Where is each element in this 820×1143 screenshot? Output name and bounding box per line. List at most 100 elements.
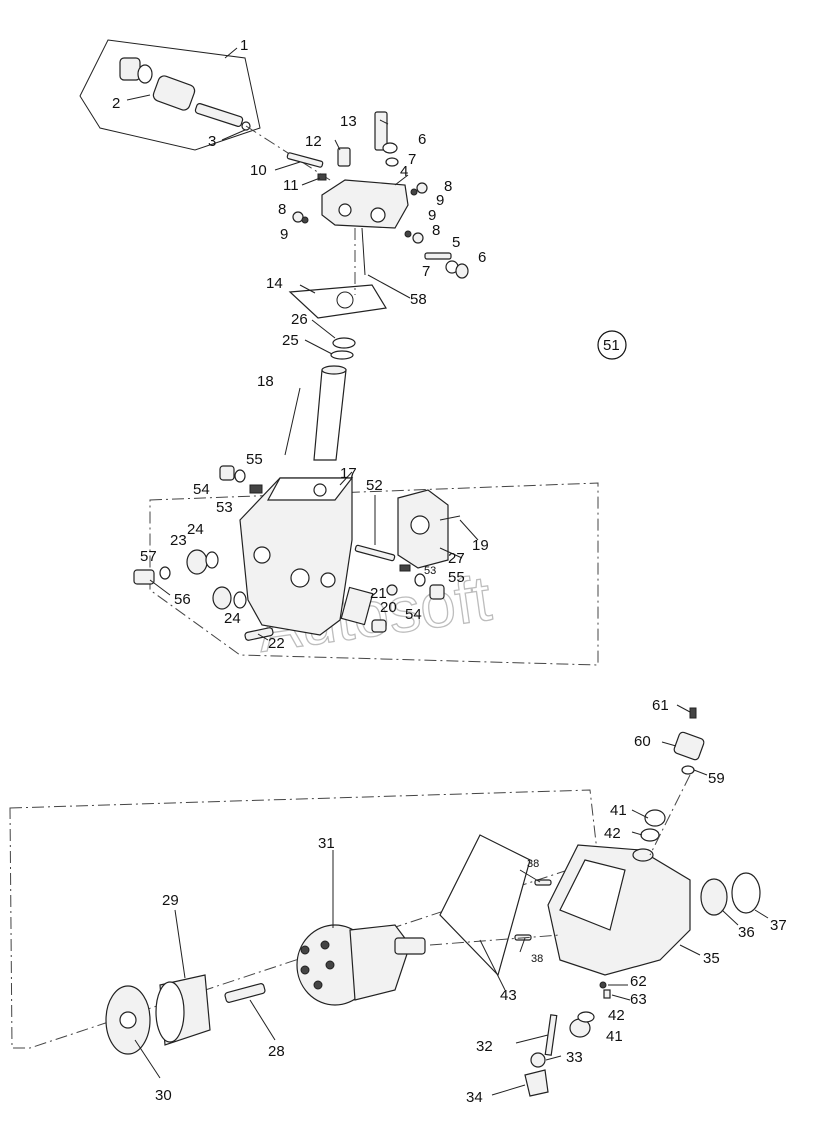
callout-43: 43: [500, 987, 517, 1004]
callout-5: 5: [452, 234, 460, 251]
callout-23: 23: [170, 532, 187, 549]
plug-part-34: [524, 1069, 549, 1097]
callout-59: 59: [708, 770, 725, 787]
bore: [370, 207, 386, 223]
seal-part-36: [700, 878, 728, 916]
sleeve-part: [212, 586, 232, 610]
spool-part-10: [286, 152, 324, 168]
plug-part-33: [530, 1052, 546, 1068]
callout-3: 3: [208, 133, 216, 150]
piston: [300, 965, 310, 975]
oring-part-9: [301, 216, 309, 224]
callout-42: 42: [604, 825, 621, 842]
tube-end: [321, 365, 347, 375]
spool-part-52: [354, 544, 396, 562]
oring-part-7: [385, 157, 399, 167]
callout-33: 33: [566, 1049, 583, 1066]
spool-part-5: [424, 252, 452, 260]
circlip-part-37: [731, 872, 761, 914]
callout-9: 9: [436, 192, 444, 209]
part-group-rotating: [9, 789, 599, 1055]
callout-37: 37: [770, 917, 787, 934]
cylinder-face: [155, 981, 185, 1043]
callout-32: 32: [476, 1038, 493, 1055]
oring-part-42: [577, 1011, 595, 1023]
callout-6: 6: [418, 131, 426, 148]
piston: [300, 945, 310, 955]
callout-51: 51: [603, 337, 620, 354]
plug-part-41: [644, 809, 666, 827]
bore: [320, 572, 336, 588]
callout-38-lower: 38: [531, 953, 543, 965]
leader-lines: [126, 47, 769, 1096]
callout-34: 34: [466, 1089, 483, 1106]
ring-part-24: [205, 551, 219, 569]
callout-8-left: 8: [278, 201, 286, 218]
plug-part-8: [292, 211, 304, 223]
bore: [410, 515, 430, 535]
screw-part-63: [603, 989, 611, 999]
callout-12: 12: [305, 133, 322, 150]
axis-line: [649, 774, 691, 856]
spring-part-53: [399, 564, 411, 572]
callout-35: 35: [703, 950, 720, 967]
callout-7: 7: [408, 151, 416, 168]
screw-part: [371, 619, 387, 633]
callout-27: 27: [448, 550, 465, 567]
callout-6-right: 6: [478, 249, 486, 266]
ring-part-26: [330, 350, 354, 360]
callout-61: 61: [652, 697, 669, 714]
callout-labels: 1 2 3 13 12 6 7 10 4 11 8 9 8 9 9 8 5 6 …: [112, 37, 787, 1106]
callout-17: 17: [340, 465, 357, 482]
plug-part-6: [382, 142, 398, 154]
callout-55: 55: [246, 451, 263, 468]
callout-22: 22: [268, 635, 285, 652]
callout-55-right: 55: [448, 569, 465, 586]
gasket-part-43: [439, 834, 531, 977]
plug-part-57: [133, 569, 155, 585]
oring-part-42: [640, 828, 660, 842]
callout-42-lower: 42: [608, 1007, 625, 1024]
screw-part-61: [689, 707, 697, 719]
callout-8-right: 8: [432, 222, 440, 239]
gasket-part-14: [288, 284, 387, 319]
oring-part-59: [681, 765, 695, 775]
callout-41: 41: [610, 802, 627, 819]
plug-part-6: [455, 263, 469, 279]
oring-part-9: [410, 188, 418, 196]
plug-part-54: [429, 584, 445, 600]
part-group-35: [429, 707, 761, 1097]
spring-part-11: [317, 173, 327, 181]
callout-9-right: 9: [428, 207, 436, 224]
callout-38: 38: [527, 858, 539, 870]
bore: [253, 546, 271, 564]
callout-28: 28: [268, 1043, 285, 1060]
spring-part-53: [249, 484, 263, 494]
part-group-4: [286, 111, 469, 319]
callout-13: 13: [340, 113, 357, 130]
spline-shaft: [394, 937, 426, 955]
port-plate-hole: [119, 1011, 137, 1029]
bearing-part: [119, 57, 141, 81]
oring-part-55: [234, 469, 246, 483]
kit-outline: [79, 39, 261, 151]
callout-52: 52: [366, 477, 383, 494]
sleeve-part-23: [186, 549, 208, 575]
oring-part-56: [159, 566, 171, 580]
ring-part: [137, 64, 153, 84]
callout-7-right: 7: [422, 263, 430, 280]
callout-54: 54: [193, 481, 210, 498]
bore: [338, 203, 352, 217]
piston: [313, 980, 323, 990]
callout-30: 30: [155, 1087, 172, 1104]
sleeve-part-2: [152, 75, 196, 111]
plug-part-8: [416, 182, 428, 194]
callout-41-lower: 41: [606, 1028, 623, 1045]
callout-8: 8: [444, 178, 452, 195]
bore: [313, 483, 327, 497]
part-group-1: [79, 39, 331, 181]
callout-56: 56: [174, 591, 191, 608]
callout-51-circle: [597, 330, 627, 360]
tube-part-18: [313, 369, 347, 461]
callout-24: 24: [187, 521, 204, 538]
